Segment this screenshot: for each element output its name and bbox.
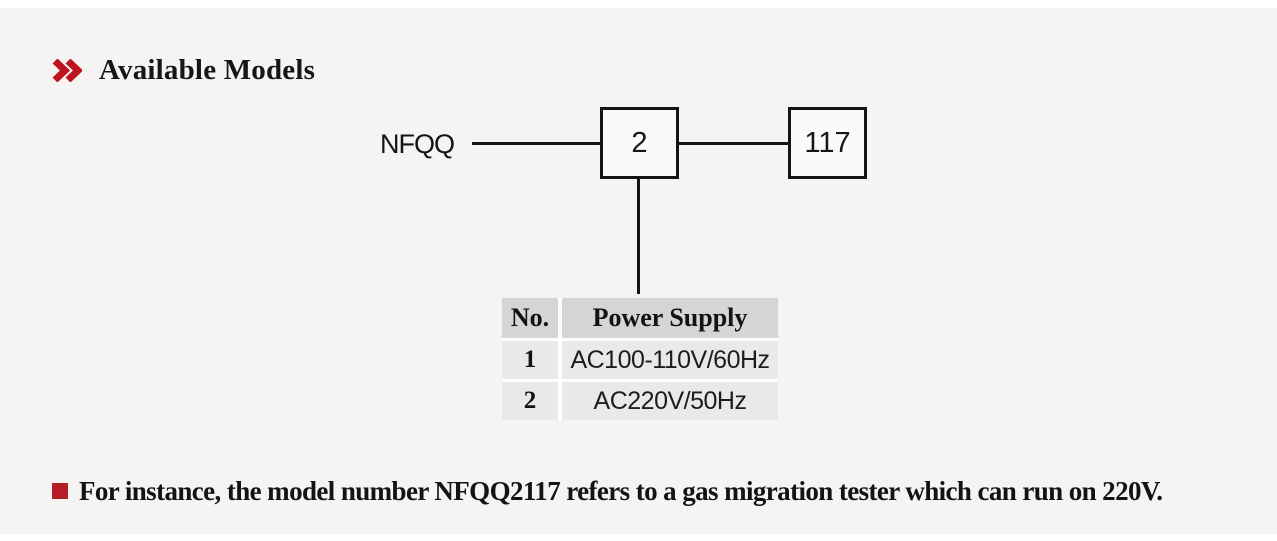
section-title: Available Models [99, 54, 316, 86]
model-digit-box-series: 117 [788, 107, 867, 179]
table-row2-no: 2 [502, 382, 558, 420]
model-digit-series-value: 117 [804, 126, 851, 159]
section-header: Available Models [52, 54, 315, 86]
table-row2-power-supply: AC220V/50Hz [562, 382, 778, 420]
connector-line-vertical [637, 179, 640, 294]
note: For instance, the model number NFQQ2117 … [52, 475, 1163, 507]
table-header-power-supply: Power Supply [562, 298, 778, 338]
table-row1-no: 1 [502, 341, 558, 379]
double-chevron-right-icon [52, 58, 82, 82]
square-bullet-icon [52, 483, 68, 499]
connector-line-left [472, 142, 600, 145]
table-header-no: No. [502, 298, 558, 338]
connector-line-right [679, 142, 788, 145]
model-digit-box-power: 2 [600, 107, 679, 179]
power-supply-table: No. Power Supply 1 AC100-110V/60Hz 2 AC2… [502, 298, 778, 420]
model-digit-power-value: 2 [631, 126, 648, 159]
table-row1-power-supply: AC100-110V/60Hz [562, 341, 778, 379]
model-prefix-label: NFQQ [380, 129, 455, 159]
note-text: For instance, the model number NFQQ2117 … [79, 476, 1163, 506]
